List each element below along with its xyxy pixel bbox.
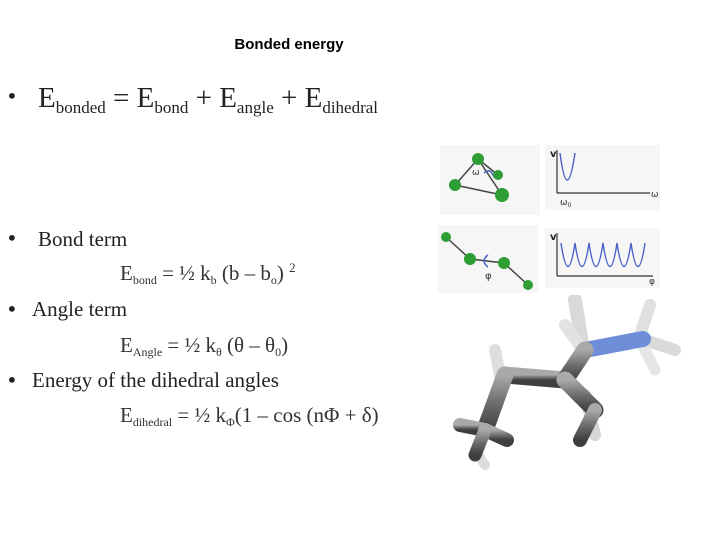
atom-green-8 (523, 280, 533, 290)
main-equation: Ebonded = Ebond + Eangle + Edihedral (38, 82, 379, 117)
bullet-dihedral: • (6, 368, 18, 392)
angle-molecule-diagram: ω (440, 145, 540, 215)
eq-equals: = (113, 82, 130, 114)
stick-molecule-model (453, 295, 681, 470)
bullet-main: • (6, 84, 18, 108)
bond-e-sub: bond (132, 273, 157, 287)
angle-k-sub: θ (216, 345, 222, 359)
eq-term-bond: E (136, 82, 155, 114)
atom-green-6 (464, 253, 476, 265)
eq-plus-2: + (281, 82, 298, 114)
dihedral-rhs1: = ½ k (172, 403, 226, 427)
atom-green-4 (493, 170, 503, 180)
phi-node-label: φ (485, 271, 492, 282)
angle-rhs3: ) (281, 333, 289, 357)
bullet-angle: • (6, 297, 18, 321)
angle-e-sub: Angle (132, 345, 163, 359)
atom-green-7 (498, 257, 510, 269)
atom-green-2 (449, 179, 461, 191)
v-axis-label-bottom: v (550, 232, 557, 243)
dihedral-equation: Edihedral = ½ kΦ(1 – cos (nΦ + δ) (120, 403, 379, 429)
bond-exponent: 2 (289, 260, 296, 275)
eq-term-bond-sub: bond (154, 98, 189, 117)
bond-b0-sub: o (270, 273, 277, 287)
bond-k-sub: b (210, 273, 217, 287)
dihedral-e: E (120, 403, 133, 427)
dihedral-molecule-diagram: φ (438, 225, 538, 293)
eq-term-dihedral-sub: dihedral (322, 98, 379, 117)
eq-lhs-sub: bonded (55, 98, 106, 117)
angle-equation: EAngle = ½ kθ (θ – θ0) (120, 333, 289, 359)
dihedral-rhs2: (1 – cos (nΦ + δ) (234, 403, 379, 427)
slide-title: Bonded energy (234, 36, 344, 53)
bond-e: E (120, 261, 133, 285)
v-axis-label-top: v (550, 149, 557, 160)
angle-potential-plot: v ω ω0 (545, 145, 660, 210)
omega-axis-label: ω (651, 190, 659, 200)
angle-rhs1: = ½ k (162, 333, 216, 357)
angle-rhs2: (θ – θ (221, 333, 276, 357)
dihedral-k-sub: Φ (226, 415, 235, 429)
bullet-bond: • (6, 226, 18, 250)
bond-heading: Bond term (38, 227, 128, 251)
eq-plus-1: + (195, 82, 212, 114)
eq-lhs: E (38, 82, 56, 114)
omega0-label: ω0 (560, 198, 572, 209)
angle-heading: Angle term (32, 297, 128, 321)
eq-term-angle-sub: angle (236, 98, 274, 117)
bond-rhs1: = ½ k (156, 261, 211, 285)
omega-node-label: ω (472, 168, 480, 178)
angle-t0-sub: 0 (275, 345, 282, 359)
atom-green-5 (441, 232, 451, 242)
atom-green-3 (495, 188, 509, 202)
bond-equation: Ebond = ½ kb (b – bo) 2 (120, 260, 296, 287)
dihedral-e-sub: dihedral (132, 415, 173, 429)
dihedral-potential-plot: v φ (545, 228, 660, 288)
bond-rhs3: ) (276, 261, 290, 285)
phi-axis-label: φ (649, 277, 655, 287)
angle-e: E (120, 333, 133, 357)
dihedral-heading: Energy of the dihedral angles (32, 368, 279, 392)
bond-rhs2: (b – b (216, 261, 271, 285)
atom-green-1 (472, 153, 484, 165)
eq-term-angle: E (219, 82, 237, 114)
eq-term-dihedral: E (304, 82, 323, 114)
